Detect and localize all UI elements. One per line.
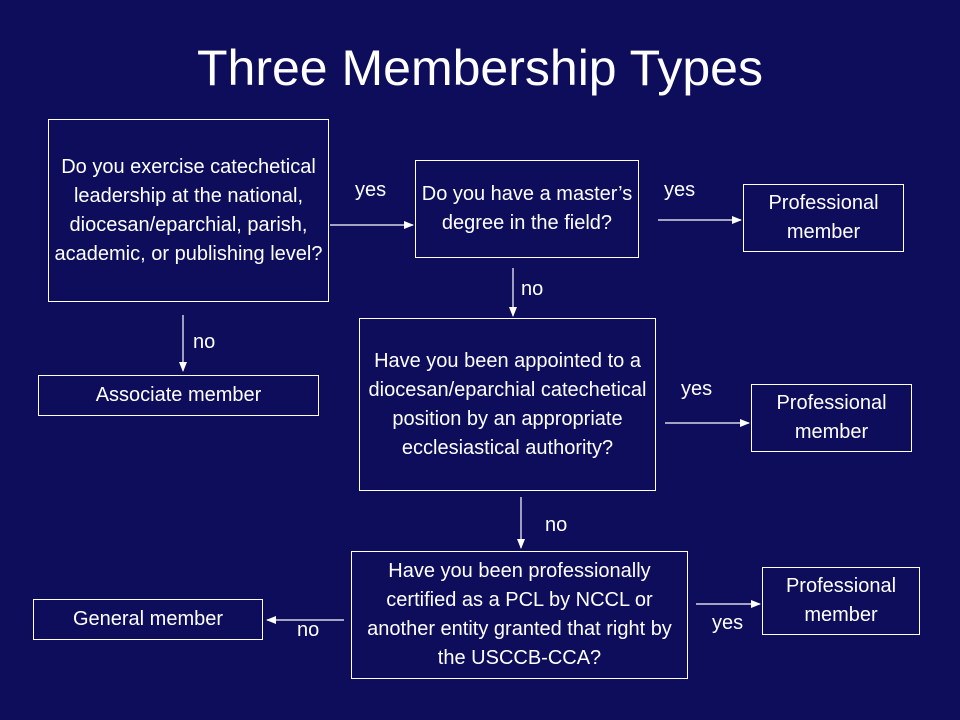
q3-yes-label: yes [681,378,713,400]
question-certified-box: Have you been professionally certified a… [351,551,688,679]
slide-title: Three Membership Types [197,40,763,96]
q2-yes-label: yes [664,179,696,201]
q2-no-label: no [521,278,544,300]
professional-member-box-2: Professional member [751,384,912,452]
question-leadership-box: Do you exercise catechetical leadership … [48,119,329,302]
q4-yes-label: yes [712,612,744,634]
q4-no-label: no [297,619,320,641]
question-masters-degree-box: Do you have a master’s degree in the fie… [415,160,639,258]
general-member-box: General member [33,599,263,640]
professional-member-box-1: Professional member [743,184,904,252]
question-appointed-box: Have you been appointed to a diocesan/ep… [359,318,656,491]
professional-member-box-3: Professional member [762,567,920,635]
q1-yes-label: yes [355,179,387,201]
q3-no-label: no [545,514,568,536]
associate-member-box: Associate member [38,375,319,416]
q1-no-label: no [193,331,216,353]
